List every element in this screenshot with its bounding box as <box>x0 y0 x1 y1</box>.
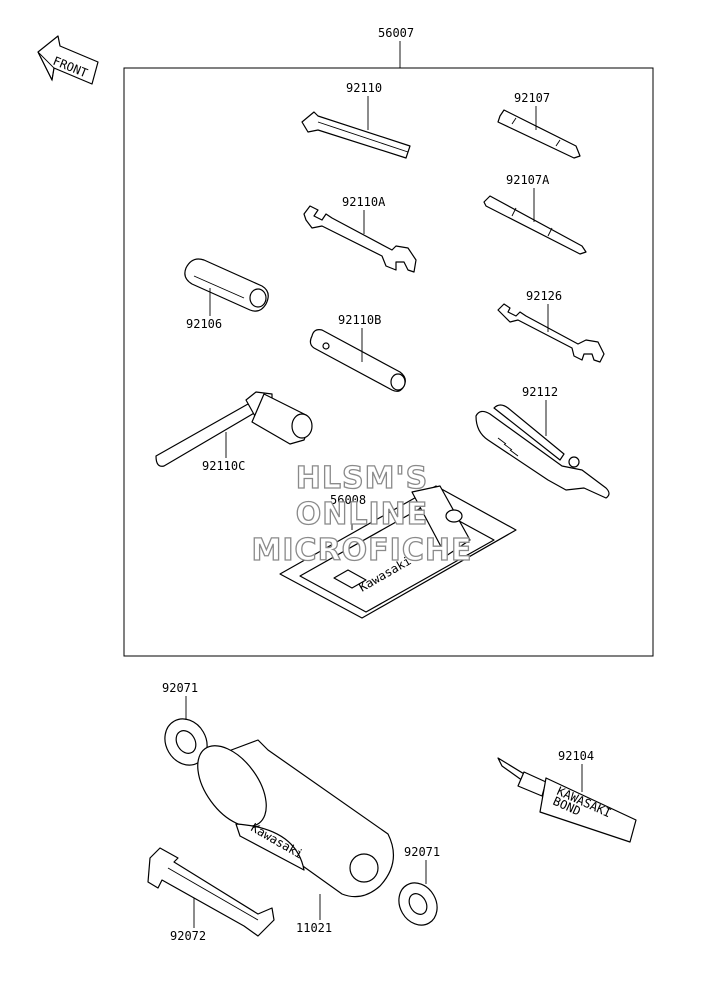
part-label-92071-upper: 92071 <box>162 681 198 695</box>
part-label-92106: 92106 <box>186 317 222 331</box>
part-label-11021: 11021 <box>296 921 332 935</box>
tool-case-11021: Kawasaki <box>197 739 395 898</box>
svg-text:HLSM'S: HLSM'S <box>296 461 428 496</box>
part-label-92110B: 92110B <box>338 313 381 327</box>
pliers-92112 <box>475 404 610 499</box>
part-label-92104: 92104 <box>558 749 594 763</box>
part-label-56007: 56007 <box>378 26 414 40</box>
part-label-92107: 92107 <box>514 91 550 105</box>
svg-text:ONLINE: ONLINE <box>296 497 429 532</box>
crank-handle-92110C <box>155 391 313 467</box>
watermark: HLSM'S ONLINE MICROFICHE <box>251 460 473 568</box>
socket-92106 <box>184 258 269 312</box>
svg-text:MICROFICHE: MICROFICHE <box>252 533 473 568</box>
part-label-92126: 92126 <box>526 289 562 303</box>
tool-pouch-56008: Kawasaki <box>279 485 517 619</box>
tool-kit-frame <box>123 67 654 657</box>
bond-tube-92104: KAWASAKI BOND <box>497 757 637 843</box>
part-label-56008: 56008 <box>330 493 366 507</box>
bracket-92072 <box>147 847 275 937</box>
part-label-92110: 92110 <box>346 81 382 95</box>
part-label-92072: 92072 <box>170 929 206 943</box>
wrench-92126 <box>497 303 605 363</box>
part-label-92110C: 92110C <box>202 459 245 473</box>
part-label-92107A: 92107A <box>506 173 550 187</box>
grommet-92071-upper <box>164 718 208 766</box>
front-arrow-icon: FRONT <box>37 35 99 85</box>
screwdriver-92107 <box>497 109 581 159</box>
grommet-92071-lower <box>398 882 438 926</box>
part-label-92071-lower: 92071 <box>404 845 440 859</box>
screwdriver-92107A <box>483 195 587 255</box>
hex-key-92110 <box>301 111 411 159</box>
box-spanner-92110B <box>309 329 406 392</box>
part-label-92110A: 92110A <box>342 195 386 209</box>
wrench-92110A <box>303 205 417 273</box>
part-label-92112: 92112 <box>522 385 558 399</box>
